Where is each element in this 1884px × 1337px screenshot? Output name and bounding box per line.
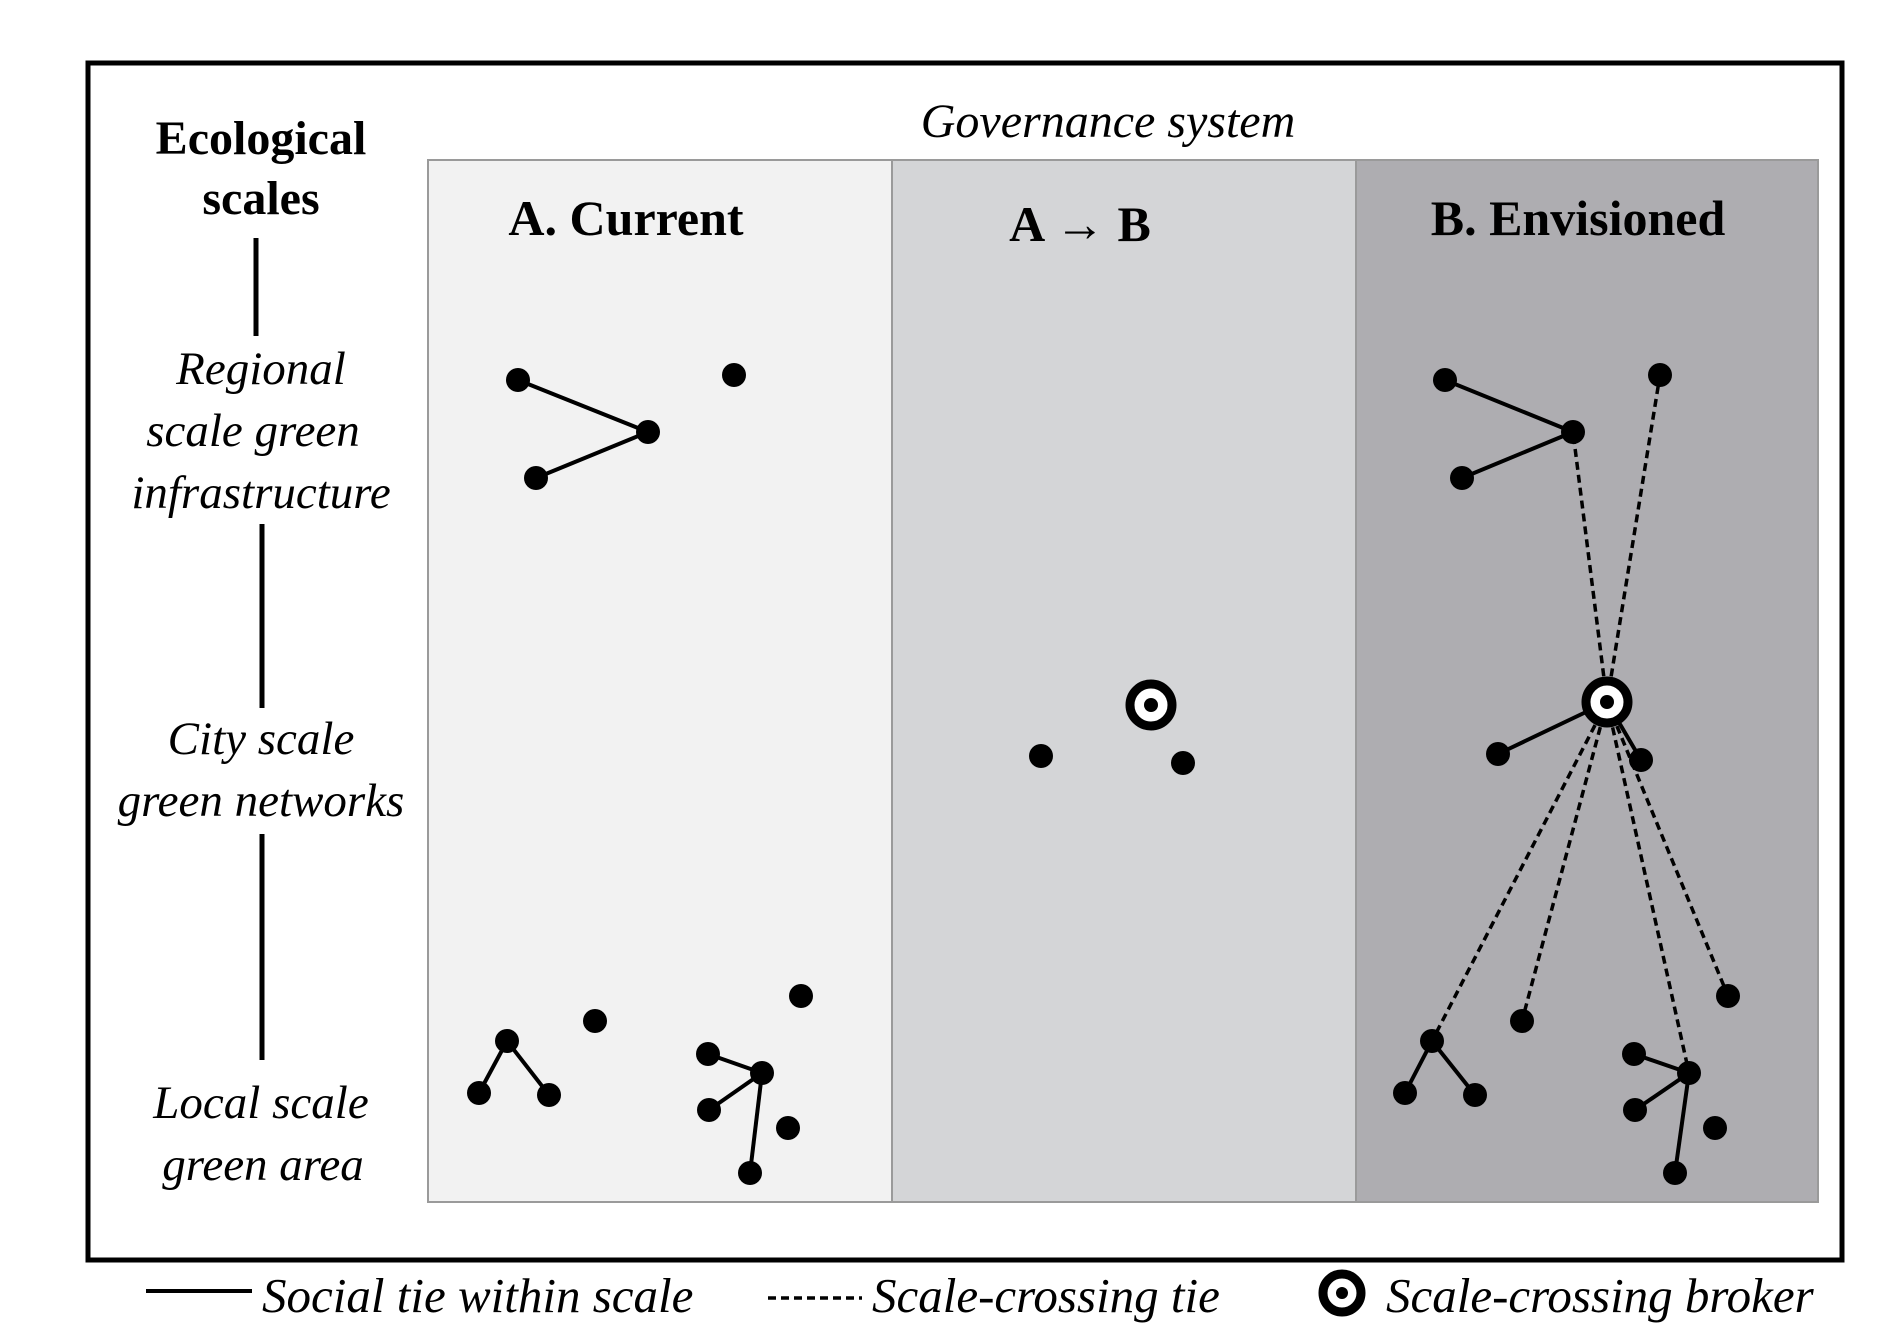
scale-crossing-tie — [1571, 431, 1609, 703]
actor-node — [697, 1098, 721, 1122]
actor-node — [1393, 1081, 1417, 1105]
city-scale-label-line2: green networks — [118, 775, 405, 827]
social-tie — [517, 378, 649, 434]
actor-node — [1622, 1042, 1646, 1066]
envisioned-network — [1393, 363, 1740, 1185]
actor-node — [750, 1061, 774, 1085]
panel-current-label: A. Current — [508, 190, 744, 246]
regional-scale-label-line1: Regional — [175, 343, 346, 395]
actor-node — [495, 1029, 519, 1053]
actor-node — [537, 1083, 561, 1107]
legend: Social tie within scale Scale-crossing t… — [146, 1268, 1815, 1323]
city-scale-label-line1: City scale — [168, 713, 355, 765]
scale-crossing-tie — [1520, 701, 1609, 1022]
regional-scale-label-line3: infrastructure — [131, 467, 390, 519]
actor-node — [696, 1042, 720, 1066]
actor-node — [1677, 1061, 1701, 1085]
panel-envisioned — [1355, 159, 1819, 1203]
panel-envisioned-label: B. Envisioned — [1431, 190, 1726, 246]
panel-transition — [891, 159, 1357, 1203]
actor-node — [789, 984, 813, 1008]
scale-crossing-tie — [1605, 701, 1730, 997]
actor-node — [1029, 744, 1053, 768]
actor-node — [1663, 1161, 1687, 1185]
actor-node — [506, 368, 530, 392]
ecological-scales-title-line2: scales — [202, 172, 319, 225]
actor-node — [1561, 420, 1585, 444]
local-scale-label-line1: Local scale — [152, 1077, 368, 1129]
actor-node — [722, 363, 746, 387]
broker-icon-center — [1600, 695, 1614, 709]
ecological-scales-title-line1: Ecological — [156, 112, 367, 165]
actor-node — [636, 420, 660, 444]
panel-transition-label: A → B — [1009, 196, 1151, 252]
broker-icon-center — [1144, 698, 1158, 712]
actor-node — [1486, 742, 1510, 766]
social-tie — [1673, 1072, 1691, 1174]
actor-node — [1648, 363, 1672, 387]
scale-crossing-tie — [1605, 701, 1691, 1074]
scale-crossing-tie — [1605, 374, 1662, 703]
local-scale-label-line2: green area — [162, 1139, 363, 1191]
governance-title: Governance system — [921, 95, 1296, 148]
actor-node — [1629, 748, 1653, 772]
social-tie — [748, 1072, 764, 1174]
actor-node — [1510, 1009, 1534, 1033]
actor-node — [776, 1116, 800, 1140]
social-tie — [535, 430, 649, 480]
actor-node — [583, 1009, 607, 1033]
actor-node — [1450, 466, 1474, 490]
actor-node — [1463, 1083, 1487, 1107]
actor-node — [1623, 1098, 1647, 1122]
legend-dashed-label: Scale-crossing tie — [872, 1268, 1220, 1323]
actor-node — [738, 1161, 762, 1185]
actor-node — [1420, 1029, 1444, 1053]
current-network — [467, 363, 813, 1185]
actor-node — [1433, 368, 1457, 392]
regional-scale-label-line2: scale green — [146, 405, 360, 457]
actor-node — [524, 466, 548, 490]
social-tie — [1461, 430, 1574, 480]
social-tie — [1444, 378, 1574, 434]
transition-network — [1029, 679, 1195, 775]
actor-node — [1171, 751, 1195, 775]
legend-solid-label: Social tie within scale — [262, 1268, 693, 1323]
actor-node — [1703, 1116, 1727, 1140]
legend-broker-icon-center — [1336, 1287, 1348, 1299]
panel-current — [427, 159, 893, 1203]
actor-node — [467, 1081, 491, 1105]
legend-broker-label: Scale-crossing broker — [1386, 1268, 1815, 1323]
scale-crossing-tie — [1430, 701, 1609, 1042]
actor-node — [1716, 984, 1740, 1008]
